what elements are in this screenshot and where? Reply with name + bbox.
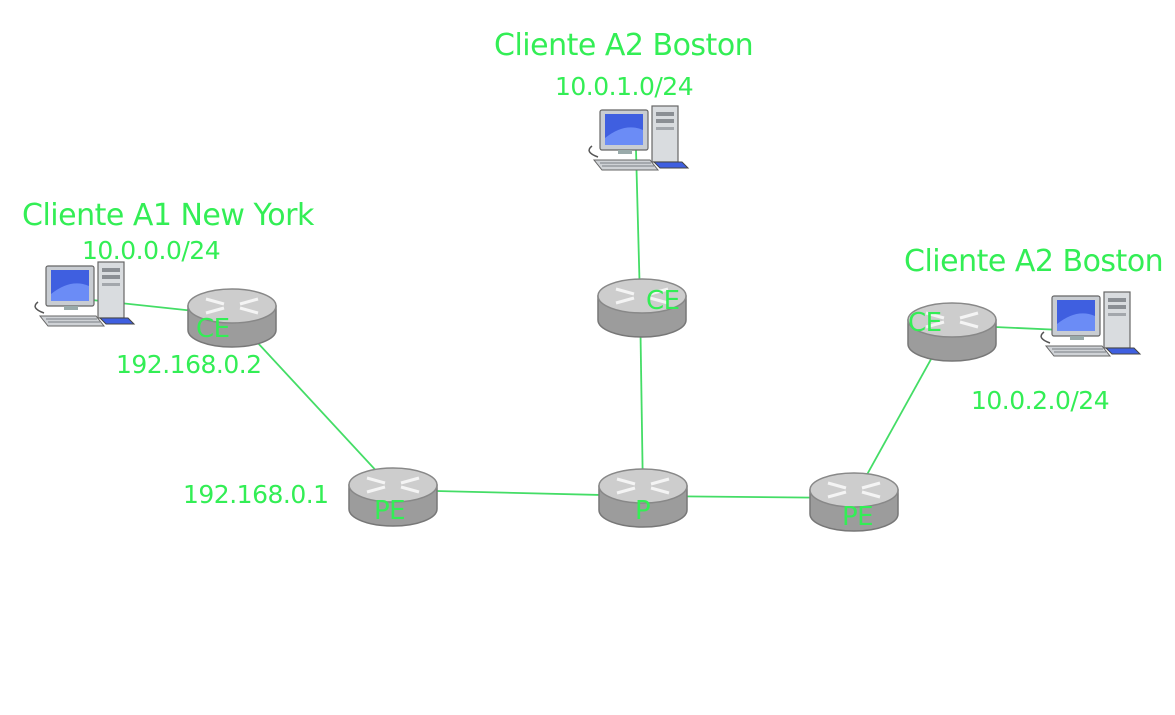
site-name-new-york: Cliente A1 New York	[22, 198, 314, 233]
router-ip-ce-left: 192.168.0.2	[116, 350, 262, 379]
subnet-new-york: 10.0.0.0/24	[82, 236, 221, 265]
router-tag-ce-left: CE	[196, 314, 230, 344]
link-ce-top-pc-boston	[635, 149, 641, 301]
subnet-boston-top: 10.0.1.0/24	[555, 72, 694, 101]
router-tag-pe-right: PE	[842, 502, 874, 532]
desktop-computer-icon	[588, 105, 689, 171]
router-ip-pe-left: 192.168.0.1	[183, 480, 329, 509]
router-tag-p-core: P	[635, 496, 651, 526]
desktop-computer-icon	[1040, 291, 1141, 357]
site-name-boston-top: Cliente A2 Boston	[494, 28, 754, 63]
router-tag-pe-left: PE	[374, 496, 406, 526]
subnet-boston-right: 10.0.2.0/24	[971, 386, 1110, 415]
router-tag-ce-right: CE	[908, 308, 942, 338]
site-name-boston-right: Cliente A2 Boston	[904, 244, 1164, 279]
desktop-computer-icon	[34, 261, 135, 327]
router-tag-ce-top: CE	[646, 286, 680, 316]
